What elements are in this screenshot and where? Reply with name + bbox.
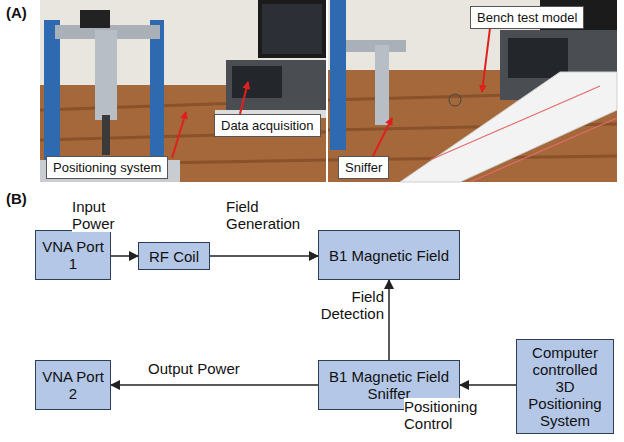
edge-label: Positioning Control bbox=[404, 398, 500, 432]
edge-label: Field Detection bbox=[312, 288, 384, 322]
process-box: VNA Port 2 bbox=[35, 360, 111, 410]
section-letter: (A) bbox=[6, 4, 27, 21]
callout-label: Data acquisition bbox=[214, 114, 321, 137]
process-box: VNA Port 1 bbox=[35, 230, 111, 280]
edge-label: Input Power bbox=[72, 198, 130, 232]
arrow-connector bbox=[111, 255, 138, 257]
callout-label: Sniffer bbox=[338, 156, 389, 179]
arrow-connector bbox=[460, 384, 516, 386]
edge-label: Field Generation bbox=[226, 198, 302, 232]
arrow-connector bbox=[210, 255, 318, 257]
arrow-connector bbox=[111, 384, 318, 386]
process-box: Computer controlled 3D Positioning Syste… bbox=[516, 339, 614, 434]
box-text: Computer controlled 3D Positioning Syste… bbox=[522, 344, 608, 429]
box-text: VNA Port 2 bbox=[41, 368, 105, 402]
box-text: B1 Magnetic Field Sniffer bbox=[324, 368, 454, 402]
callout-label: Positioning system bbox=[46, 156, 168, 179]
box-text: RF Coil bbox=[149, 248, 199, 265]
process-box: RF Coil bbox=[138, 242, 210, 270]
process-box: B1 Magnetic Field bbox=[318, 230, 460, 280]
arrow-connector bbox=[388, 280, 390, 360]
box-text: VNA Port 1 bbox=[41, 238, 105, 272]
section-letter: (B) bbox=[6, 190, 27, 207]
callout-label: Bench test model bbox=[470, 6, 584, 29]
edge-label: Output Power bbox=[148, 360, 240, 377]
box-text: B1 Magnetic Field bbox=[329, 247, 449, 264]
